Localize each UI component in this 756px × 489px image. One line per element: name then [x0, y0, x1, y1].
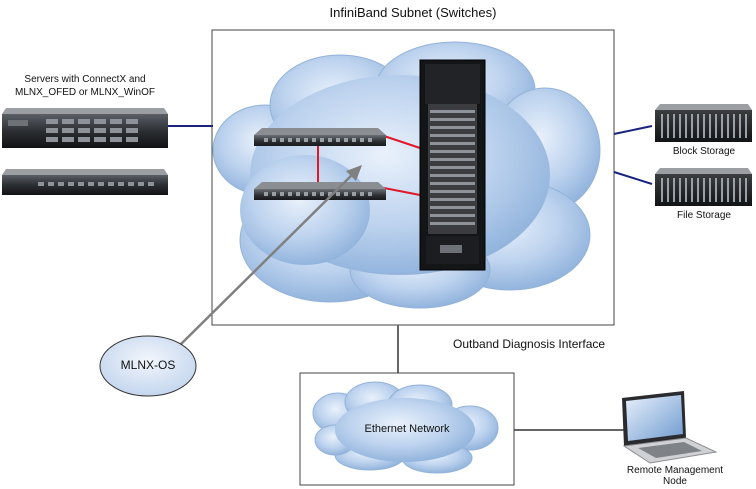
block-storage-label: Block Storage [672, 146, 736, 157]
switch-top [254, 128, 386, 146]
ethernet-cloud [312, 381, 499, 474]
servers-label-line2: MLNX_OFED or MLNX_WinOF [14, 87, 156, 98]
switch2-rack-link-line [383, 187, 421, 196]
switch-bottom [254, 182, 386, 200]
subnet-title: InfiniBand Subnet (Switches) [329, 5, 497, 20]
rack-chassis [419, 59, 486, 271]
switch1-rack-link-line [383, 135, 421, 149]
file-storage-label: File Storage [677, 210, 731, 221]
remote-mgmt-label-line2: Node [663, 476, 687, 487]
server-bottom [2, 169, 168, 195]
file-storage-device [655, 168, 752, 206]
block-storage-link-line [613, 125, 653, 135]
file-storage-link-line [613, 171, 653, 185]
server-top [2, 108, 168, 148]
laptop-icon [622, 391, 718, 464]
ethernet-label: Ethernet Network [364, 423, 450, 435]
mlnx-os-label: MLNX-OS [120, 358, 176, 372]
mlnx-os-arrow [179, 165, 362, 346]
mlnx-os-oval [99, 335, 197, 397]
outband-label: Outband Diagnosis Interface [453, 337, 606, 351]
remote-mgmt-label-line1: Remote Management [626, 465, 724, 476]
servers-label-line1: Servers with ConnectX and [24, 74, 146, 85]
block-storage-device [655, 104, 752, 142]
